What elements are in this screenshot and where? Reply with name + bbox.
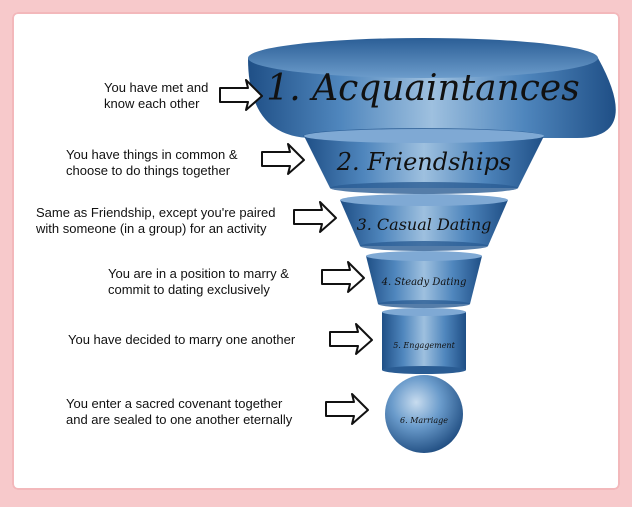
stage-2-description: You have things in common & choose to do…: [66, 147, 238, 179]
arrow-right-icon: [219, 79, 263, 111]
stage-3-band: [340, 194, 508, 251]
stage-3-label: 3. Casual Dating: [357, 215, 492, 234]
description-line: choose to do things together: [66, 163, 231, 178]
stage-1-label: 1. Acquaintances: [266, 68, 579, 109]
stage-3-description: Same as Friendship, except you're paired…: [36, 205, 276, 237]
stage-5-description: You have decided to marry one another: [68, 332, 295, 348]
description-line: You have met and: [104, 80, 209, 95]
stage-2-band: [304, 129, 544, 194]
stage-2-label: 2. Friendships: [336, 148, 511, 176]
stage-6-description: You enter a sacred covenant together and…: [66, 396, 292, 428]
description-line: with someone (in a group) for an activit…: [36, 221, 267, 236]
stage-4-description: You are in a position to marry & commit …: [108, 266, 289, 298]
description-line: know each other: [104, 96, 200, 111]
stage-4-band: [366, 251, 482, 308]
stage-5-band: [382, 308, 466, 374]
description-line: You enter a sacred covenant together: [66, 396, 283, 411]
description-line: Same as Friendship, except you're paired: [36, 205, 276, 220]
description-line: and are sealed to one another eternally: [66, 412, 293, 427]
stage-6-ball: [385, 375, 463, 453]
stage-6-label: 6. Marriage: [400, 416, 448, 425]
description-line: You are in a position to marry &: [108, 266, 289, 281]
description-line: You have decided to marry one another: [68, 332, 296, 347]
description-line: You have things in common &: [66, 147, 238, 162]
description-line: commit to dating exclusively: [108, 282, 270, 297]
stage-5-label: 5. Engagement: [393, 341, 455, 350]
stage-4-label: 4. Steady Dating: [381, 277, 467, 288]
arrow-right-icon: [293, 201, 337, 233]
arrow-right-icon: [261, 143, 305, 175]
stage-1-description: You have met and know each other: [104, 80, 208, 112]
arrow-right-icon: [321, 261, 365, 293]
arrow-right-icon: [325, 393, 369, 425]
arrow-right-icon: [329, 323, 373, 355]
